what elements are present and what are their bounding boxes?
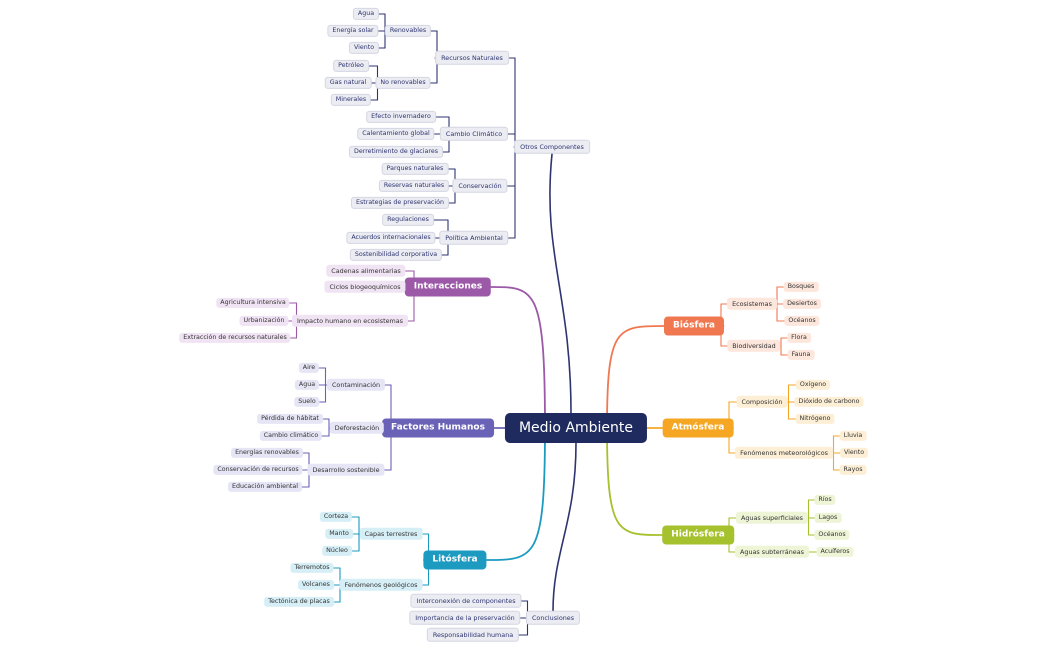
subtopic-nitrogeno[interactable]: Nitrógeno: [795, 413, 835, 425]
branch-link-hidrosfera: [606, 427, 663, 536]
subtopic-parques-naturales[interactable]: Parques naturales: [381, 162, 449, 176]
topic-conservacion[interactable]: Conservación: [452, 178, 508, 194]
subtopic-oceanos[interactable]: Océanos: [784, 315, 820, 327]
topic-cadenas-alimentarias[interactable]: Cadenas alimentarias: [326, 264, 406, 278]
branch-interacciones[interactable]: Interacciones: [404, 277, 492, 297]
branch-link-litosfera: [485, 427, 546, 561]
branch-otros-componentes[interactable]: Otros Componentes: [514, 139, 590, 155]
subtopic-fauna[interactable]: Fauna: [787, 349, 815, 361]
subtopic-regulaciones[interactable]: Regulaciones: [382, 213, 434, 227]
subtopic-lluvia[interactable]: Lluvia: [839, 430, 867, 442]
subtopic-extraccion-de-recursos-naturales[interactable]: Extracción de recursos naturales: [179, 332, 291, 344]
subtopic-perdida-de-habitat[interactable]: Pérdida de hábitat: [257, 413, 323, 425]
topic-ciclos-biogeoquimicos[interactable]: Ciclos biogeoquímicos: [324, 280, 406, 294]
topic-capas-terrestres[interactable]: Capas terrestres: [359, 527, 423, 541]
branch-biosfera[interactable]: Biósfera: [663, 316, 725, 336]
subtopic-aire[interactable]: Aire: [298, 362, 320, 374]
leaf-energia-solar[interactable]: Energía solar: [327, 24, 379, 38]
topic-interconexion-de-componentes[interactable]: Interconexión de componentes: [410, 593, 522, 609]
subtopic-sostenibilidad-corporativa[interactable]: Sostenibilidad corporativa: [349, 248, 443, 262]
topic-fenomenos-meteorologicos[interactable]: Fenómenos meteorológicos: [735, 446, 833, 460]
subtopic-terremotos[interactable]: Terremotos: [290, 562, 334, 574]
subtopic-dioxido-de-carbono[interactable]: Dióxido de carbono: [794, 396, 864, 408]
topic-responsabilidad-humana[interactable]: Responsabilidad humana: [426, 627, 520, 643]
subtopic-viento[interactable]: Viento: [839, 447, 869, 459]
subtopic-desiertos[interactable]: Desiertos: [783, 298, 821, 310]
topic-impacto-humano-en-ecosistemas[interactable]: Impacto humano en ecosistemas: [292, 314, 408, 328]
subtopic-agua[interactable]: Agua: [294, 379, 320, 391]
branch-link-interacciones: [490, 286, 546, 429]
branch-link-conclusiones: [552, 442, 577, 612]
subtopic-renovables[interactable]: Renovables: [384, 24, 432, 38]
branch-atmosfera[interactable]: Atmósfera: [662, 418, 734, 438]
topic-desarrollo-sostenible[interactable]: Desarrollo sostenible: [307, 463, 385, 477]
leaf-agua[interactable]: Agua: [352, 7, 380, 21]
subtopic-oceanos[interactable]: Océanos: [814, 529, 850, 541]
subtopic-reservas-naturales[interactable]: Reservas naturales: [378, 179, 450, 193]
subtopic-educacion-ambiental[interactable]: Educación ambiental: [227, 481, 303, 493]
subtopic-conservacion-de-recursos[interactable]: Conservación de recursos: [213, 464, 303, 476]
topic-politica-ambiental[interactable]: Política Ambiental: [439, 230, 509, 246]
subtopic-acuerdos-internacionales[interactable]: Acuerdos internacionales: [346, 231, 436, 245]
subtopic-efecto-invernadero[interactable]: Efecto invernadero: [366, 110, 436, 124]
subtopic-oxigeno[interactable]: Oxígeno: [795, 379, 831, 391]
subtopic-urbanizacion[interactable]: Urbanización: [239, 315, 289, 327]
subtopic-cambio-climatico[interactable]: Cambio climático: [259, 430, 323, 442]
central-topic[interactable]: Medio Ambiente: [504, 413, 648, 443]
subtopic-lagos[interactable]: Lagos: [814, 512, 842, 524]
leaf-petroleo[interactable]: Petróleo: [333, 59, 369, 73]
subtopic-rayos[interactable]: Rayos: [839, 464, 867, 476]
topic-contaminacion[interactable]: Contaminación: [326, 378, 386, 392]
branch-link-biosfera: [606, 325, 665, 429]
subtopic-nucleo[interactable]: Núcleo: [322, 545, 352, 557]
subtopic-estrategias-de-preservacion[interactable]: Estrategias de preservación: [351, 196, 449, 210]
subtopic-bosques[interactable]: Bosques: [783, 281, 819, 293]
topic-aguas-subterraneas[interactable]: Aguas subterráneas: [735, 545, 809, 559]
branch-link-otros: [549, 153, 572, 414]
topic-fenomenos-geologicos[interactable]: Fenómenos geológicos: [339, 578, 423, 592]
branch-litosfera[interactable]: Litósfera: [423, 550, 487, 570]
branch-hidrosfera[interactable]: Hidrósfera: [662, 525, 734, 545]
branch-conclusiones[interactable]: Conclusiones: [525, 610, 581, 626]
subtopic-calentamiento-global[interactable]: Calentamiento global: [357, 127, 435, 141]
subtopic-acuiferos[interactable]: Acuíferos: [816, 546, 854, 558]
topic-composicion[interactable]: Composición: [736, 395, 788, 409]
leaf-viento[interactable]: Viento: [348, 41, 380, 55]
topic-recursos-naturales[interactable]: Recursos Naturales: [435, 50, 509, 66]
topic-importancia-de-la-preservacion[interactable]: Importancia de la preservación: [409, 610, 521, 626]
topic-cambio-climatico[interactable]: Cambio Climático: [439, 126, 509, 142]
subtopic-rios[interactable]: Ríos: [814, 494, 836, 506]
subtopic-no-renovables[interactable]: No renovables: [375, 76, 431, 90]
leaf-gas-natural[interactable]: Gas natural: [324, 76, 372, 90]
subtopic-agricultura-intensiva[interactable]: Agricultura intensiva: [216, 297, 290, 309]
subtopic-suelo[interactable]: Suelo: [294, 396, 320, 408]
subtopic-volcanes[interactable]: Volcanes: [298, 579, 334, 591]
subtopic-manto[interactable]: Manto: [325, 528, 353, 540]
topic-aguas-superficiales[interactable]: Aguas superficiales: [735, 511, 809, 525]
topic-biodiversidad[interactable]: Biodiversidad: [727, 339, 781, 353]
subtopic-derretimiento-de-glaciares[interactable]: Derretimiento de glaciares: [349, 145, 443, 159]
topic-deforestacion[interactable]: Deforestación: [329, 421, 385, 435]
branch-factores-humanos[interactable]: Factores Humanos: [382, 418, 494, 438]
subtopic-tectonica-de-placas[interactable]: Tectónica de placas: [264, 596, 334, 608]
leaf-minerales[interactable]: Minerales: [330, 93, 372, 107]
subtopic-flora[interactable]: Flora: [787, 332, 811, 344]
subtopic-corteza[interactable]: Corteza: [319, 511, 353, 523]
subtopic-energias-renovables[interactable]: Energías renovables: [231, 447, 303, 459]
topic-ecosistemas[interactable]: Ecosistemas: [727, 297, 777, 311]
